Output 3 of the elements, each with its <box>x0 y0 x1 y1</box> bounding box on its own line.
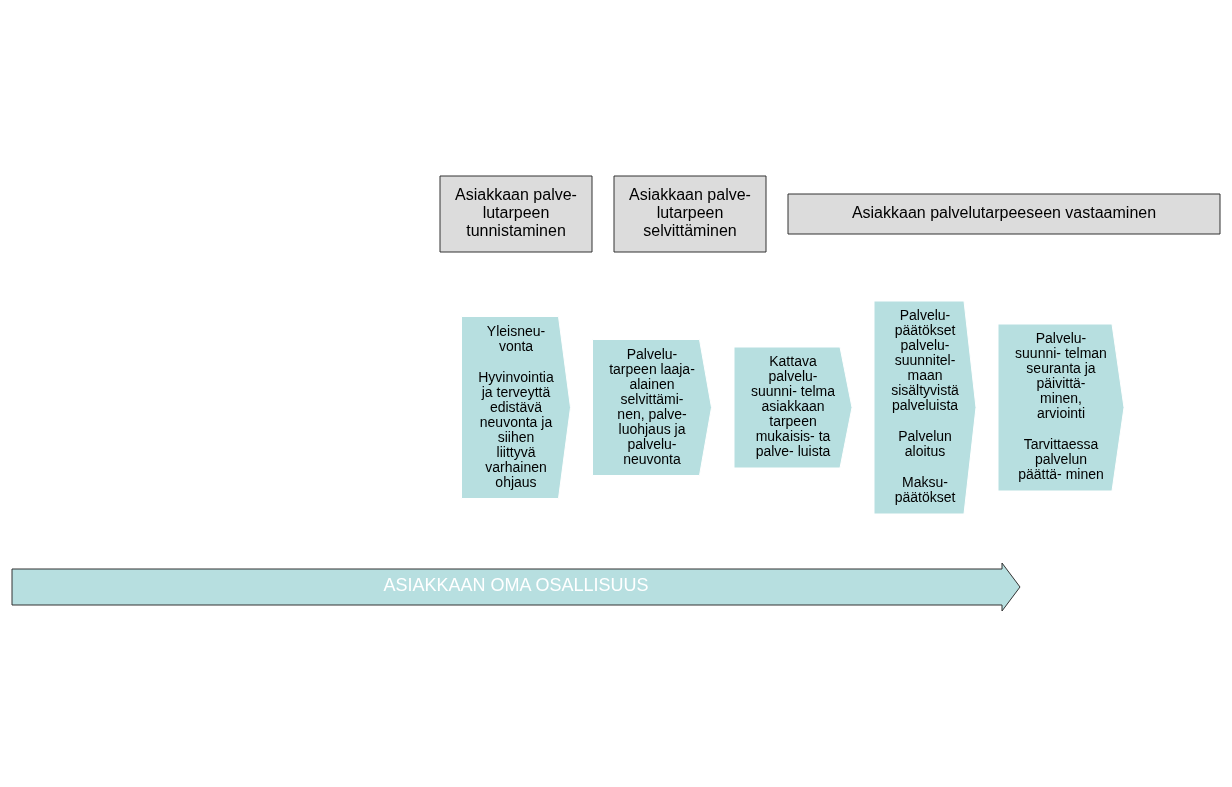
node-box: Asiakkaan palvelutarpeeseen vastaaminen <box>787 193 1221 235</box>
node-box: Asiakkaan palve- lutarpeen tunnistaminen <box>439 175 593 253</box>
node-box: Asiakkaan palve- lutarpeen selvittäminen <box>613 175 767 253</box>
